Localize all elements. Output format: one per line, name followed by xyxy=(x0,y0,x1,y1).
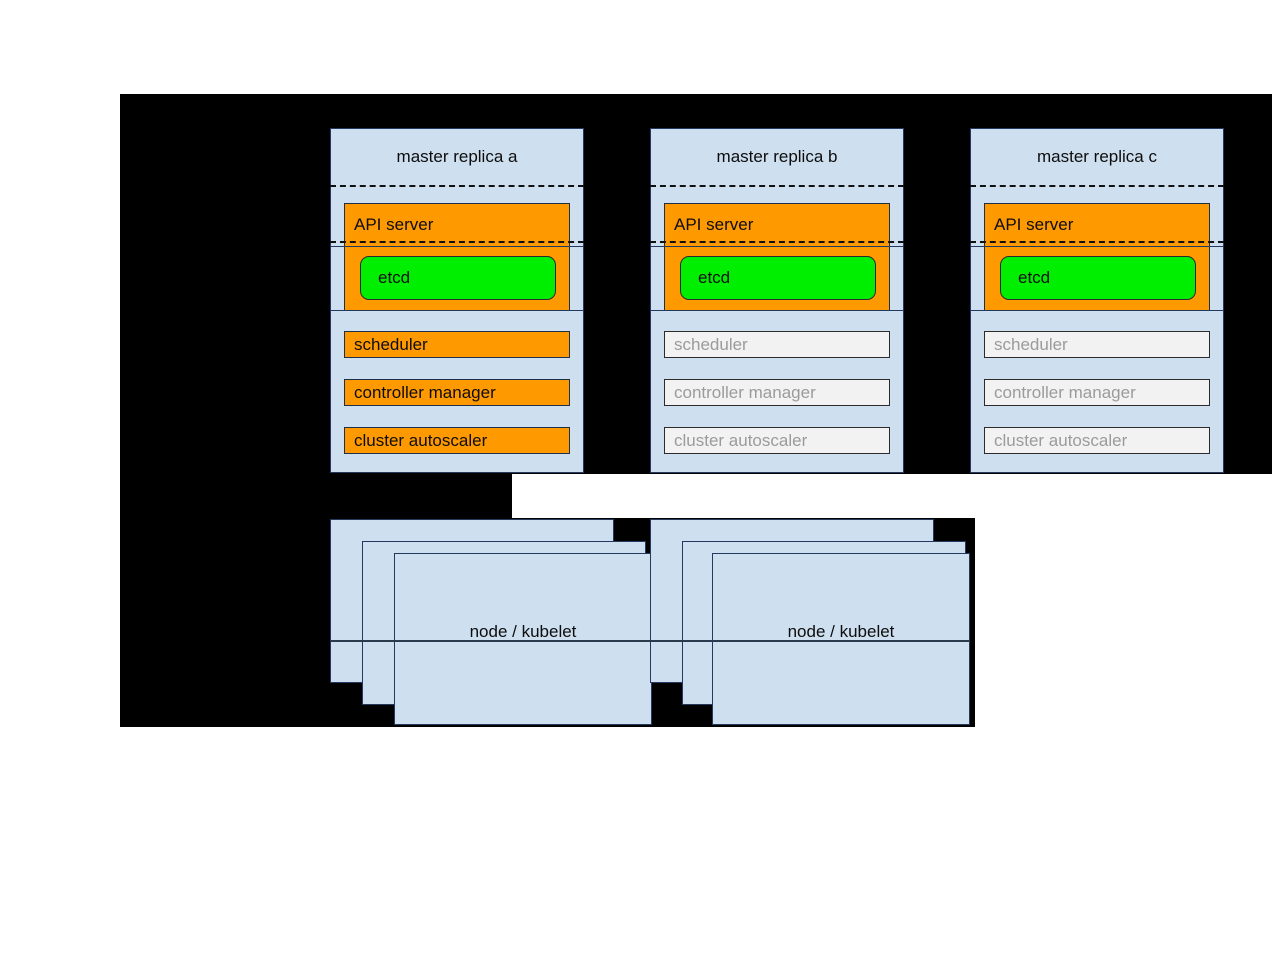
api-server-label-a: API server xyxy=(354,215,434,234)
etcd-band-bottom-rule-c xyxy=(970,310,1224,311)
node-stack-left-rule xyxy=(330,640,652,642)
etcd-label-b: etcd xyxy=(698,268,731,287)
node-stack-right-card-front[interactable]: node / kubelet xyxy=(712,553,970,725)
etcd-store-b[interactable]: etcd xyxy=(680,256,876,300)
cluster-autoscaler-c[interactable]: cluster autoscaler xyxy=(984,427,1210,454)
scheduler-c[interactable]: scheduler xyxy=(984,331,1210,358)
etcd-label-a: etcd xyxy=(378,268,411,287)
controller-manager-c-label: controller manager xyxy=(994,382,1136,402)
cluster-autoscaler-a[interactable]: cluster autoscaler xyxy=(344,427,570,454)
master-replica-a-title: master replica a xyxy=(396,147,518,166)
control-plane-divider-top-b xyxy=(650,185,904,187)
control-plane-divider-top-a xyxy=(330,185,584,187)
cluster-autoscaler-a-label: cluster autoscaler xyxy=(354,430,488,450)
api-etcd-divider-b xyxy=(650,241,904,243)
etcd-store-c[interactable]: etcd xyxy=(1000,256,1196,300)
controller-manager-a[interactable]: controller manager xyxy=(344,379,570,406)
scheduler-c-label: scheduler xyxy=(994,334,1068,354)
node-stack-left-card-front[interactable]: node / kubelet xyxy=(394,553,652,725)
api-server-label-c: API server xyxy=(994,215,1074,234)
scheduler-b-label: scheduler xyxy=(674,334,748,354)
node-stack-left-label: node / kubelet xyxy=(469,622,577,641)
etcd-label-c: etcd xyxy=(1018,268,1051,287)
controller-manager-a-label: controller manager xyxy=(354,382,496,402)
scheduler-a-label: scheduler xyxy=(354,334,428,354)
controller-manager-b[interactable]: controller manager xyxy=(664,379,890,406)
api-server-label-b: API server xyxy=(674,215,754,234)
controller-manager-b-label: controller manager xyxy=(674,382,816,402)
api-etcd-divider-c xyxy=(970,241,1224,243)
controller-manager-c[interactable]: controller manager xyxy=(984,379,1210,406)
etcd-band-top-rule-c xyxy=(970,246,1224,247)
etcd-band-bottom-rule-b xyxy=(650,310,904,311)
master-replica-b-title: master replica b xyxy=(716,147,838,166)
master-replica-c-title: master replica c xyxy=(1037,147,1157,166)
backdrop-left-notch xyxy=(120,474,512,518)
cluster-autoscaler-c-label: cluster autoscaler xyxy=(994,430,1128,450)
etcd-band-top-rule-b xyxy=(650,246,904,247)
node-stack-right-rule xyxy=(650,640,970,642)
scheduler-a[interactable]: scheduler xyxy=(344,331,570,358)
scheduler-b[interactable]: scheduler xyxy=(664,331,890,358)
etcd-store-a[interactable]: etcd xyxy=(360,256,556,300)
node-stack-right-label: node / kubelet xyxy=(787,622,895,641)
control-plane-divider-top-c xyxy=(970,185,1224,187)
etcd-band-bottom-rule-a xyxy=(330,310,584,311)
api-etcd-divider-a xyxy=(330,241,584,243)
cluster-autoscaler-b[interactable]: cluster autoscaler xyxy=(664,427,890,454)
etcd-band-top-rule-a xyxy=(330,246,584,247)
cluster-autoscaler-b-label: cluster autoscaler xyxy=(674,430,808,450)
